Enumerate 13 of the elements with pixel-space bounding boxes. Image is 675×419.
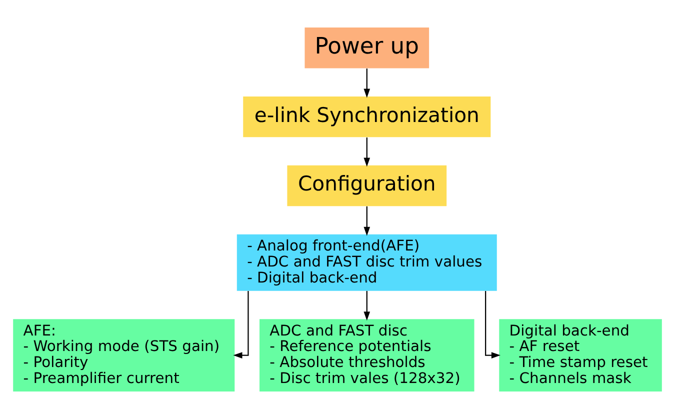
node-box: Power up — [304, 28, 430, 68]
node-box: AFE: - Working mode (STS gain) - Polarity - Preamplifier current — [13, 319, 235, 392]
arrow — [364, 206, 370, 236]
arrow — [364, 138, 370, 167]
node-box: - Analog front-end(AFE) - ADC and FAST disc trim values - Digital back-end — [236, 234, 497, 291]
node-box: e-link Synchronization — [243, 96, 491, 138]
arrow — [233, 290, 249, 358]
arrow — [485, 290, 500, 358]
arrow — [364, 68, 370, 98]
node-box: Digital back-end - AF reset - Time stamp reset - Channels mask — [499, 319, 662, 392]
node-box: ADC and FAST disc - Reference potentials - Absolute thresholds - Disc trim vales (128x32) — [260, 319, 474, 392]
node-box: Configuration — [287, 165, 447, 206]
arrow — [364, 290, 370, 321]
